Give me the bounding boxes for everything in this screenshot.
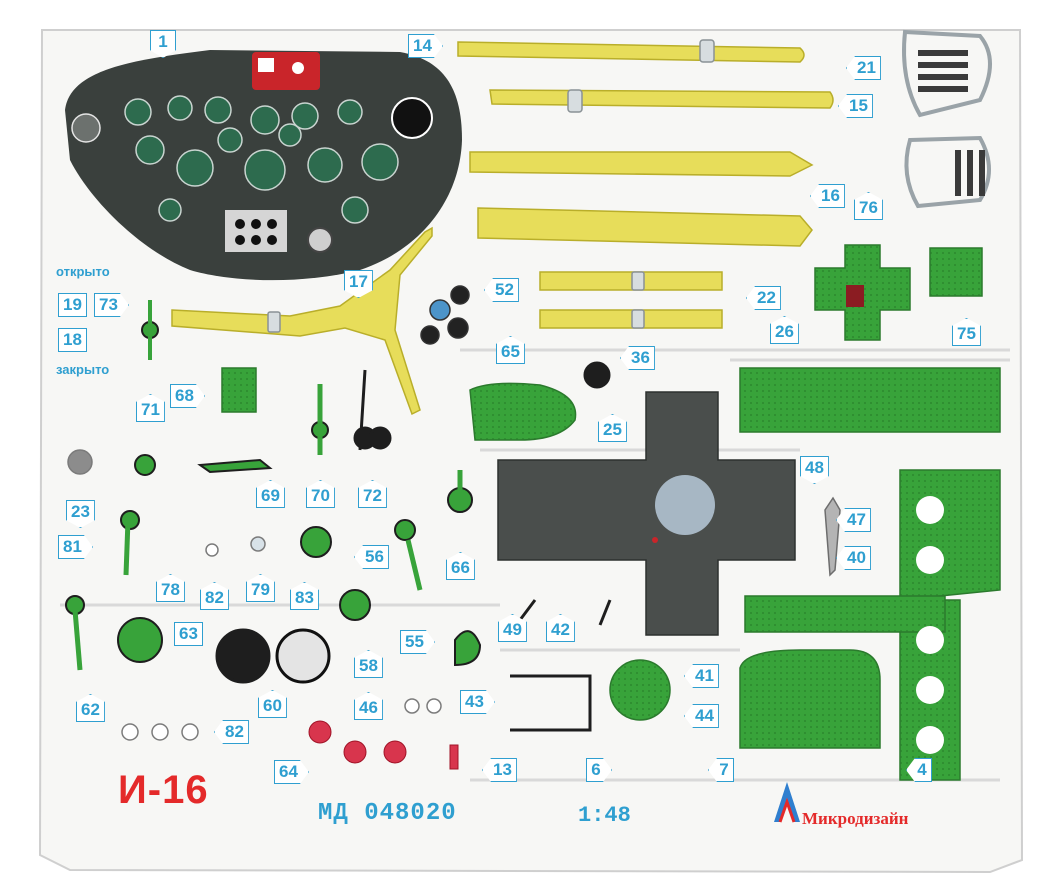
brand-logo	[774, 782, 800, 823]
floor-panel	[497, 391, 796, 636]
label-19: 19	[58, 293, 87, 317]
green-parts	[221, 244, 1001, 781]
label-55: 55	[400, 630, 435, 654]
rudder-pedals	[902, 29, 992, 209]
label-47: 47	[836, 508, 871, 532]
word-open: открыто	[56, 264, 110, 279]
grey-strip	[824, 496, 841, 577]
black-parts	[215, 361, 612, 732]
instrument-panel	[65, 50, 462, 281]
word-closed: закрыто	[56, 362, 110, 377]
label-63: 63	[174, 622, 203, 646]
kit-title: И-16	[118, 768, 209, 812]
levers	[65, 300, 482, 671]
scale: 1:48	[578, 803, 631, 828]
label-18: 18	[58, 328, 87, 352]
label-44: 44	[684, 704, 719, 728]
seat-belts	[171, 41, 834, 416]
label-60: 60	[258, 690, 287, 718]
brand-name: Микродизайн	[802, 809, 909, 828]
product-code: МД 048020	[318, 800, 457, 827]
